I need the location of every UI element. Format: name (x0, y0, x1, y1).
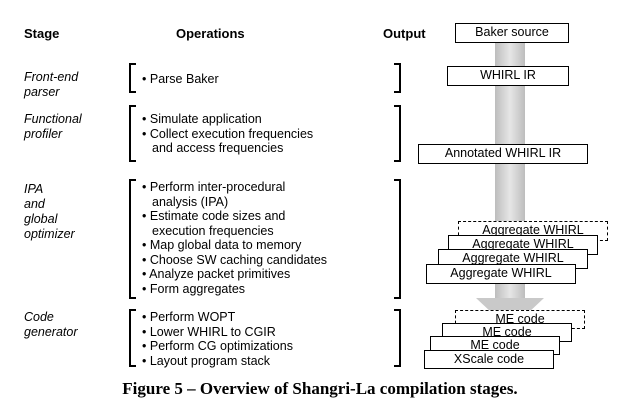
stage-header: Stage (24, 26, 60, 41)
bracket-right-ipa (394, 179, 401, 299)
operation-item: • Layout program stack (142, 353, 271, 368)
operations-ipa: • Perform inter-procedural analysis (IPA… (142, 180, 392, 296)
output-header: Output (383, 26, 426, 41)
output-annotated-whirl-ir: Annotated WHIRL IR (418, 144, 588, 164)
brackets (129, 63, 401, 367)
output-whirl-ir: WHIRL IR (447, 66, 569, 86)
operations-header: Operations (176, 26, 245, 41)
operation-item: • Perform WOPT (142, 310, 236, 324)
operation-item: • Parse Baker (142, 72, 219, 86)
bracket-left-frontend (129, 63, 136, 93)
output-baker-source: Baker source (455, 23, 569, 43)
operation-item: • Lower WHIRL to CGIR (142, 324, 276, 339)
operation-item: • Perform inter-procedural (142, 180, 286, 194)
operations-codegen: • Perform WOPT • Lower WHIRL to CGIR • P… (142, 310, 392, 368)
operation-item: • Choose SW caching candidates (142, 252, 328, 267)
output-aggregate-whirl: Aggregate WHIRL (426, 264, 576, 284)
operation-item: • Simulate application (142, 112, 262, 126)
operation-item-continuation: execution frequencies (152, 223, 274, 238)
operations-frontend: • Parse Baker (142, 72, 392, 87)
operation-item: • Estimate code sizes and (142, 209, 286, 223)
operation-item-continuation: analysis (IPA) (152, 194, 229, 209)
bracket-right-frontend (394, 63, 401, 93)
operation-item: • Form aggregates (142, 281, 246, 296)
bracket-left-codegen (129, 309, 136, 367)
output-xscale-code: XScale code (424, 350, 554, 369)
bracket-right-codegen (394, 309, 401, 367)
bracket-left-ipa (129, 179, 136, 299)
bracket-right-profiler (394, 105, 401, 162)
operation-item: • Collect execution frequencies (142, 126, 314, 141)
operation-item: • Analyze packet primitives (142, 267, 291, 281)
operation-item: • Map global data to memory (142, 238, 302, 252)
operations-profiler: • Simulate application • Collect executi… (142, 112, 392, 156)
operation-item: • Perform CG optimizations (142, 339, 293, 353)
figure-caption: Figure 5 – Overview of Shangri-La compil… (122, 379, 518, 398)
bracket-left-profiler (129, 105, 136, 162)
operation-item-continuation: and access frequencies (152, 141, 284, 155)
